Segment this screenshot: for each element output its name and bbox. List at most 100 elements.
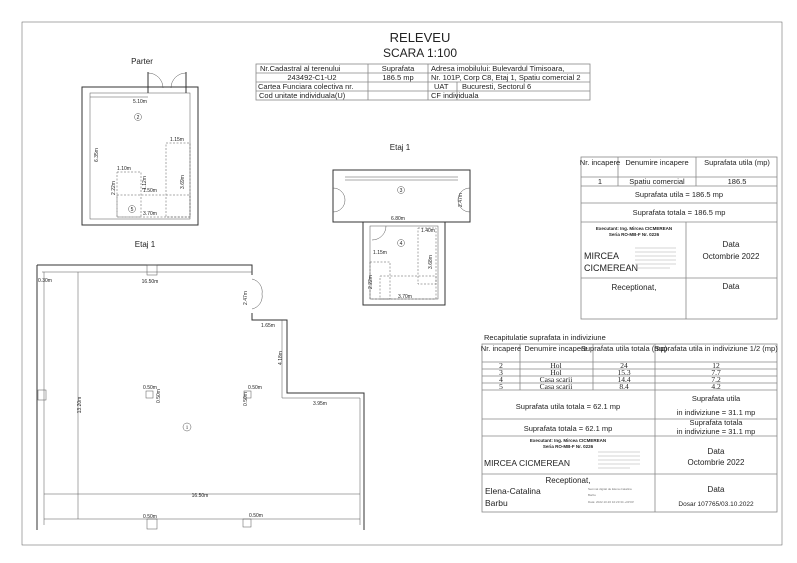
dimension-label: 3.70m [398,294,412,300]
plan-etaj1-stair: Etaj 1 3 4 6.80m 2.47m 1.40m 1.15m 3.68m… [332,143,471,306]
table-cell: 24 [620,361,628,370]
data-label: Data [708,485,725,494]
dimension-label: 2.22m [368,275,374,289]
utila-indiviziune-line2: in indiviziune = 31.1 mp [677,408,756,417]
document-scale: SCARA 1:100 [383,46,457,60]
cf-individuala-label: CF individuala [431,91,479,100]
receptor-name: Elena-Catalina [485,486,541,496]
table-cell: 5 [499,382,503,391]
plan-etaj1-small-title: Etaj 1 [390,143,411,152]
room-number: 3 [400,188,403,194]
sheet-frame [21,21,783,546]
utila-totala: Suprafata utila totala = 62.1 mp [516,402,620,411]
dimension-label: 1.10m [117,166,131,172]
carte-funciara-label: Cartea Funciara colectiva nr. [258,82,353,91]
table-cell: 8.4 [619,382,629,391]
dimension-label: 1.65m [261,323,275,329]
cod-unitate-label: Cod unitate individuala(U) [259,91,346,100]
column-header: Suprafata utila (mp) [704,158,770,167]
dimension-label: 0.50m [243,392,249,406]
cadastral-label: Nr.Cadastral al terenului [260,64,341,73]
plan-parter: Parter 2 5 5.10m 6.35m 1.15m 1.10m 1.12m… [81,57,199,226]
executant-name: Executant: Ing. Mircea CICMEREAN [530,438,606,443]
dimension-label: 3.70m [143,211,157,217]
column-header: Denumire incapere [524,344,587,353]
dimension-label: 1.15m [373,250,387,256]
table-cell: 1 [598,177,602,186]
signature-name: MIRCEA CICMEREAN [484,458,570,468]
data-value: Octombrie 2022 [703,252,760,261]
table-cell: 12 [712,361,720,370]
column-header: Suprafata utila totala (mp) [581,344,668,353]
dimension-label: 3.68m [428,255,434,269]
dimension-label: 2.47m [458,193,464,207]
dimension-label: 6.35m [94,148,100,162]
table-cell: Casa scarii [540,375,573,384]
suprafata-totala: Suprafata totala = 186.5 mp [633,208,726,217]
dimension-label: 1.12m [142,176,148,190]
table-cell: Hol [550,368,561,377]
column-header: Nr. incapere [580,158,620,167]
digital-signature-stamp [635,247,676,269]
table-cell: Spatiu comercial [629,177,685,186]
dimension-label: 0.50m [143,385,157,391]
signature-name: MIRCEA [584,251,619,261]
indiviziune-table: Recapitulatie suprafata in indiviziune N… [481,333,778,513]
area-label: Suprafata [382,64,415,73]
room-summary-table: Nr. incapere Denumire incapere Suprafata… [580,156,778,320]
dimension-label: 13.20m [77,397,83,414]
plan-etaj1-main: Etaj 1 1 0.30m 16.50m 2.47m 1.65m 4.18m … [36,240,365,530]
table-cell: 4 [499,375,503,384]
document-title: RELEVEU [390,30,451,45]
column-header: Suprafata utila in indiviziune 1/2 (mp) [654,344,778,353]
info-table: Nr.Cadastral al terenului 243492-C1-U2 S… [255,63,591,101]
executant-series: Seria RO-MB-F Nr. 0226 [609,232,660,237]
room-number: 5 [131,207,134,213]
table-cell: 7.7 [711,368,721,377]
dosar-number: Dosar 107765/03.10.2022 [678,501,754,508]
executant-name: Executant: Ing. Mircea CICMEREAN [596,226,672,231]
data-label: Data [708,447,725,456]
plan-parter-title: Parter [131,57,153,66]
dimension-label: 6.80m [391,216,405,222]
dimension-label: 0.50m [249,513,263,519]
room-number: 1 [186,426,189,431]
plan-etaj1-main-title: Etaj 1 [135,240,156,249]
totala: Suprafata totala = 62.1 mp [524,424,613,433]
digital-signature-text: Data: 2022.10.20 10:23:34 +03'00' [588,500,634,504]
utila-indiviziune-line1: Suprafata utila [692,394,741,403]
data-value: Octombrie 2022 [688,458,745,467]
dimension-label: 16.50m [142,279,159,285]
column-header: Denumire incapere [625,158,688,167]
dimension-label: 1.50m [143,188,157,194]
dimension-label: 0.50m [248,385,262,391]
column-header: Nr. incapere [481,344,521,353]
executant-series: Seria RO-MB-F Nr. 0226 [543,444,594,449]
table-cell: Hol [550,361,561,370]
address-line-1: Adresa imobilului: Bulevardul Timisoara, [431,64,564,73]
dimension-label: 3.69m [180,175,186,189]
table-cell: 3 [499,368,503,377]
dimension-label: 5.10m [133,99,147,105]
receptionat-label: Receptionat, [546,476,591,485]
room-number: 2 [137,115,140,121]
dimension-label: 2.22m [111,181,117,195]
area-value: 186.5 mp [382,73,413,82]
digital-signature-stamp [598,451,640,469]
uat-label: UAT [434,82,449,91]
data-label: Data [723,240,740,249]
digital-signature-text: Barbu [588,493,596,497]
digital-signature-text: Semnat digital de Elena-Catalina [588,487,632,491]
table-cell: 7.2 [711,375,721,384]
table-cell: 2 [499,361,503,370]
cadastral-value: 243492-C1-U2 [287,73,336,82]
signature-name: CICMEREAN [584,263,638,273]
totala-indiviziune-line1: Suprafata totala [690,418,744,427]
data-label: Data [723,282,740,291]
dimension-label: 1.15m [170,137,184,143]
table-cell: 15.3 [617,368,630,377]
totala-indiviziune-line2: in indiviziune = 31.1 mp [677,427,756,436]
table-cell: Casa scarii [540,382,573,391]
